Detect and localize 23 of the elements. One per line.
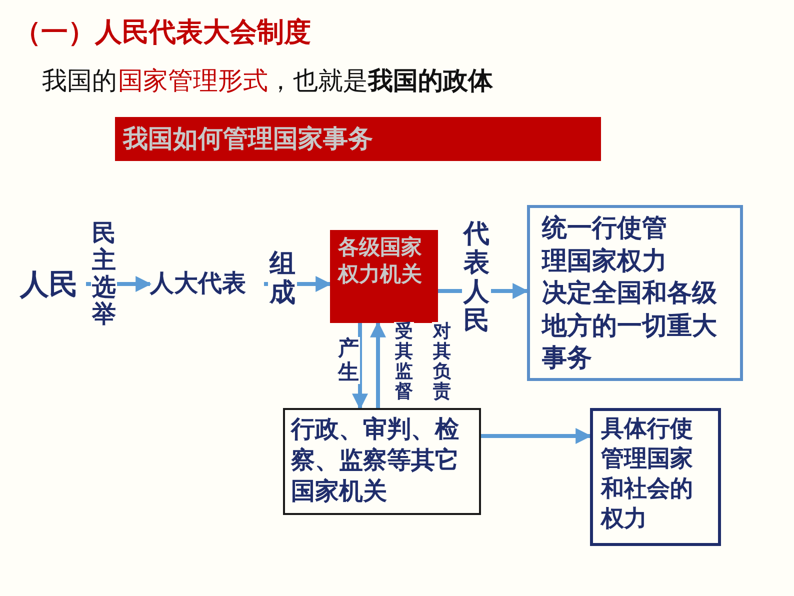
highlighted-term: 国家管理形式 [118, 65, 268, 97]
arrow [264, 276, 332, 292]
organ-box: 各级国家权力机关 [330, 230, 438, 323]
function-box [527, 205, 743, 381]
banner: 我国如何管理国家事务 [115, 117, 601, 161]
deputies-text: 人大代表 [150, 268, 264, 300]
arrow [352, 323, 368, 410]
subtitle-text: ，也就是我国的政体 [268, 65, 493, 97]
edge-label: 受其监督 [394, 322, 414, 403]
edge-label: 产生 [337, 337, 360, 384]
organs-box: 行政、审判、检察、监察等其它国家机关 [283, 408, 481, 515]
arrow [370, 321, 386, 408]
box-text: 统一行使管理国家权力 [542, 212, 668, 276]
box-text: 决定全国和各级地方的一切重大事务 [542, 277, 718, 374]
edge-label: 民主选举 [91, 220, 118, 328]
arrow [438, 283, 529, 299]
power-box: 具体行使管理国家和社会的权力 [590, 408, 721, 546]
subtitle-text: 我国的 [42, 65, 117, 97]
side-note: 对其负责 [432, 322, 452, 403]
arrow [86, 276, 152, 292]
people-text: 人民 [20, 266, 86, 302]
arrow [481, 428, 592, 444]
title: （一）人民代表大会制度 [14, 16, 311, 50]
